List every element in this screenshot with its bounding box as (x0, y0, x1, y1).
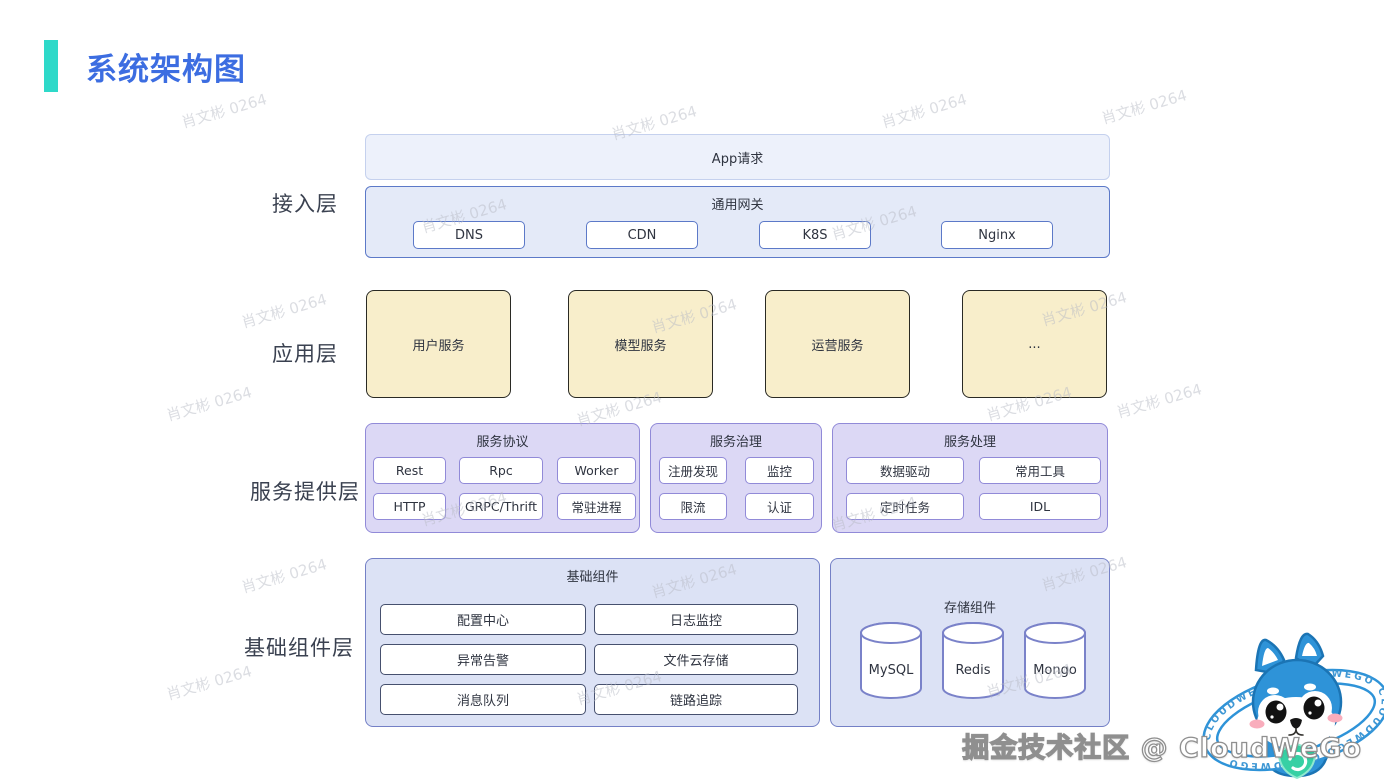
protocol-item-daemon: 常驻进程 (557, 493, 636, 520)
watermark-text: 肖文彬 0264 (239, 290, 329, 332)
watermark-text: 肖文彬 0264 (179, 90, 269, 132)
footer-credit: 掘金技术社区 @ CloudWeGo (962, 732, 1362, 764)
processing-item-idl: IDL (979, 493, 1101, 520)
db-cylinder-mysql: MySQL (859, 621, 923, 701)
mascot-eye (1265, 700, 1287, 724)
base-item-tracing: 链路追踪 (594, 684, 798, 715)
db-cylinder-redis: Redis (941, 621, 1005, 701)
database-icon (942, 622, 1004, 699)
provider-group-processing: 服务处理 数据驱动 常用工具 定时任务 IDL (832, 423, 1108, 533)
db-label-mysql: MySQL (868, 663, 914, 678)
layer-label-application: 应用层 (272, 342, 338, 366)
watermark-text: 肖文彬 0264 (1099, 86, 1189, 128)
mascot-blush (1249, 719, 1265, 729)
database-icon (1024, 622, 1086, 699)
db-label-mongo: Mongo (1033, 663, 1077, 678)
app-request-box: App请求 (365, 134, 1110, 180)
watermark-text: 肖文彬 0264 (879, 90, 969, 132)
base-item-alert: 异常告警 (380, 644, 586, 675)
storage-box: 存储组件 MySQL Redis Mongo (830, 558, 1110, 727)
watermark-text: 肖文彬 0264 (164, 383, 254, 425)
gateway-item-nginx: Nginx (941, 221, 1053, 249)
base-item-mq: 消息队列 (380, 684, 586, 715)
db-cylinder-mongo: Mongo (1023, 621, 1087, 701)
layer-label-foundation: 基础组件层 (244, 636, 354, 660)
page-title: 系统架构图 (86, 52, 246, 88)
provider-group-processing-title: 服务处理 (943, 435, 996, 450)
db-label-redis: Redis (955, 663, 991, 678)
provider-group-governance-title: 服务治理 (709, 435, 762, 450)
protocol-item-http: HTTP (373, 493, 446, 520)
eye-highlight (1308, 711, 1312, 715)
mascot-right-ear-inner (1302, 642, 1317, 656)
base-item-logging: 日志监控 (594, 604, 798, 635)
governance-item-auth: 认证 (745, 493, 814, 520)
shield-swirl (1288, 751, 1308, 772)
base-components-title: 基础组件 (566, 570, 619, 585)
base-components-box: 基础组件 配置中心 日志监控 异常告警 文件云存储 消息队列 链路追踪 (365, 558, 820, 727)
app-service-box-model: 模型服务 (568, 290, 713, 398)
processing-item-tools: 常用工具 (979, 457, 1101, 484)
shield-icon (1277, 742, 1317, 779)
gateway-box: 通用网关 DNS CDN K8S Nginx (365, 186, 1110, 258)
eye-highlight (1314, 699, 1322, 707)
governance-item-ratelimit: 限流 (659, 493, 727, 520)
protocol-item-rpc: Rpc (459, 457, 543, 484)
storage-title: 存储组件 (943, 601, 996, 616)
provider-group-governance: 服务治理 注册发现 监控 限流 认证 (650, 423, 822, 533)
base-item-cloudfs: 文件云存储 (594, 644, 798, 675)
provider-group-protocol: 服务协议 Rest Rpc Worker HTTP GRPC/Thrift 常驻… (365, 423, 640, 533)
cloudwego-mascot: CLOUDWEGO CLOUDWEGO CLOUDWEGO CLOUDWEGO (1200, 632, 1384, 779)
governance-item-monitor: 监控 (745, 457, 814, 484)
layer-label-service-provider: 服务提供层 (250, 480, 360, 504)
gateway-item-k8s: K8S (759, 221, 871, 249)
gateway-item-cdn: CDN (586, 221, 698, 249)
watermark-text: 肖文彬 0264 (164, 662, 254, 704)
app-service-box-operation: 运营服务 (765, 290, 910, 398)
mascot-mouth (1288, 728, 1304, 736)
processing-item-datadriven: 数据驱动 (846, 457, 964, 484)
processing-item-cron: 定时任务 (846, 493, 964, 520)
watermark-text: 肖文彬 0264 (1114, 380, 1204, 422)
database-icon (860, 622, 922, 699)
mascot-blush (1327, 713, 1343, 723)
layer-label-access: 接入层 (272, 192, 338, 216)
mascot-left-ear-inner (1262, 648, 1278, 666)
watermark-text: 肖文彬 0264 (239, 555, 329, 597)
provider-group-protocol-title: 服务协议 (476, 435, 529, 450)
gateway-item-dns: DNS (413, 221, 525, 249)
protocol-item-worker: Worker (557, 457, 636, 484)
protocol-item-grpc: GRPC/Thrift (459, 493, 543, 520)
gateway-title: 通用网关 (711, 198, 764, 213)
mascot-eyebrow (1304, 683, 1316, 691)
app-service-box-user: 用户服务 (366, 290, 511, 398)
governance-item-registry: 注册发现 (659, 457, 727, 484)
mascot-eye (1303, 696, 1325, 720)
eye-highlight (1276, 703, 1284, 711)
app-service-box-more: ... (962, 290, 1107, 398)
eye-highlight (1270, 715, 1274, 719)
mascot-nose (1290, 718, 1302, 729)
base-item-config: 配置中心 (380, 604, 586, 635)
mascot-eyebrow (1267, 687, 1279, 695)
title-accent-bar (44, 40, 58, 92)
protocol-item-rest: Rest (373, 457, 446, 484)
